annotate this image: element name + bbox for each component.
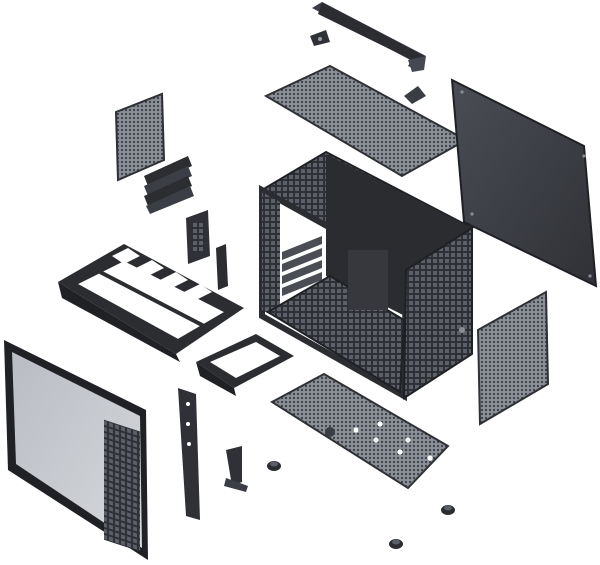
right-side-panel — [450, 78, 598, 288]
drive-tray-frame — [58, 244, 244, 362]
vertical-long-bracket — [178, 388, 200, 520]
front-mesh-filter — [476, 290, 550, 426]
left-mesh-filter — [114, 92, 166, 182]
top-dust-filter — [263, 64, 469, 178]
vertical-bracket-left — [186, 210, 210, 264]
foot-1 — [267, 461, 281, 471]
top-bracket-rail — [312, 2, 426, 72]
small-clip-right — [404, 86, 426, 104]
glass-side-panel — [4, 340, 148, 560]
small-clip-top — [310, 30, 330, 46]
pci-slot-brackets — [144, 156, 194, 214]
bottom-mesh-panel — [270, 372, 450, 490]
small-drive-cage — [196, 334, 294, 396]
main-chassis — [259, 150, 474, 402]
foot-3 — [389, 539, 403, 549]
small-l-bracket — [224, 446, 248, 492]
foot-2 — [441, 505, 455, 515]
vertical-bracket-thin — [216, 244, 228, 290]
